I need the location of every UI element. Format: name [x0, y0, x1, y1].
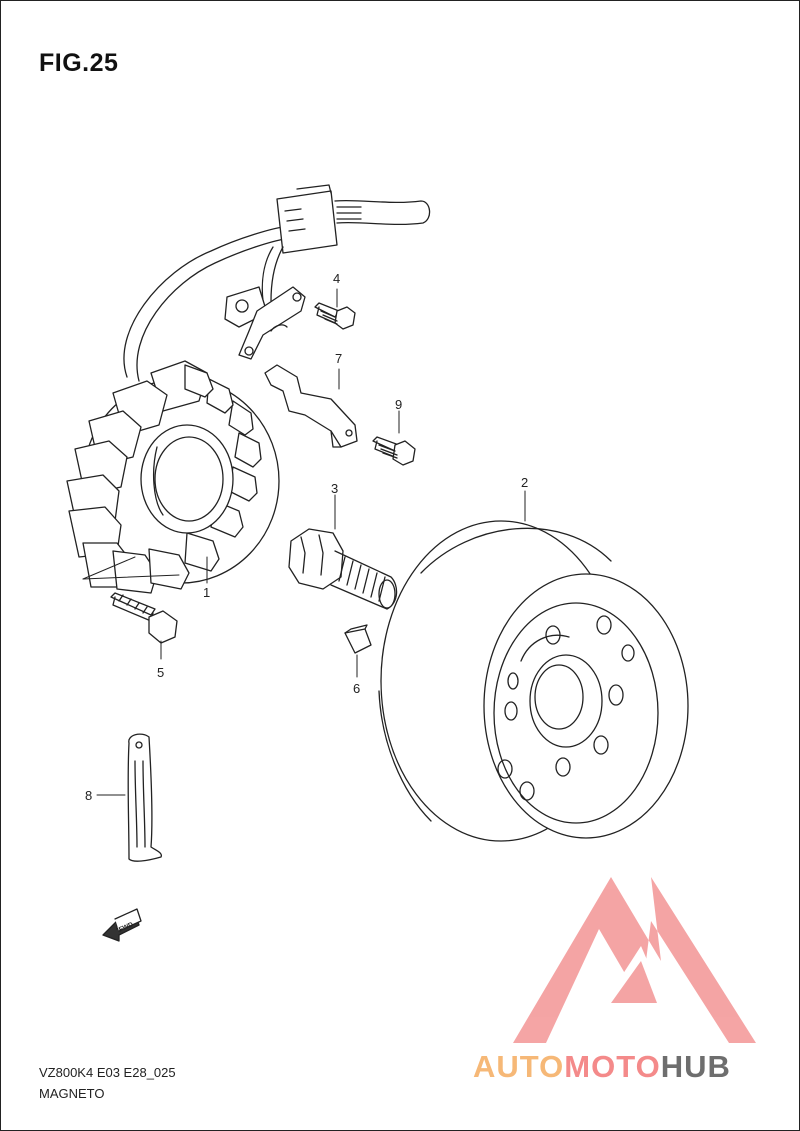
watermark-part-moto: MOTO: [564, 1049, 661, 1084]
part-label-1: 1: [203, 585, 210, 600]
rotor-part-2: [378, 490, 689, 842]
part-label-9: 9: [395, 397, 402, 412]
part-label-5: 5: [157, 665, 164, 680]
part-label-7: 7: [335, 351, 342, 366]
part-label-6: 6: [353, 681, 360, 696]
bolt-part-9: [372, 410, 416, 466]
model-code: VZ800K4 E03 E28_025: [39, 1065, 176, 1080]
watermark-logo-icon: [513, 877, 756, 1043]
bolt-part-5: [82, 556, 180, 660]
watermark-part-hub: HUB: [660, 1049, 731, 1084]
key-part-6: [344, 624, 372, 678]
part-label-4: 4: [333, 271, 340, 286]
forward-arrow-icon: [102, 908, 142, 942]
stator-part-1: [66, 184, 431, 594]
watermark-part-auto: AUTO: [473, 1049, 565, 1084]
figure-title: FIG.25: [39, 49, 119, 77]
watermark-text: AUTOMOTOHUB: [473, 1049, 731, 1085]
bolt-part-4: [314, 288, 356, 330]
part-label-8: 8: [85, 788, 92, 803]
part-label-2: 2: [521, 475, 528, 490]
assembly-name: MAGNETO: [39, 1086, 105, 1101]
part-label-3: 3: [331, 481, 338, 496]
bolt-part-3: [288, 494, 398, 610]
bracket-part-7: [264, 364, 358, 448]
band-part-8: [96, 733, 163, 862]
